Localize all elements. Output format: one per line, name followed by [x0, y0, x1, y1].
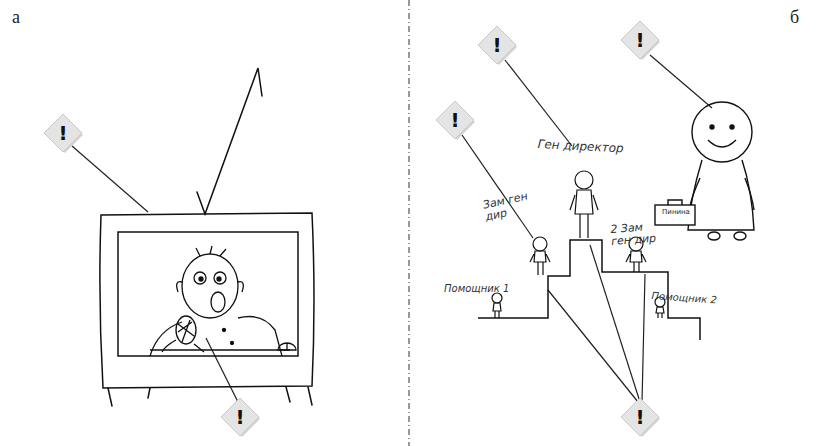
tv-presenter-part: [182, 254, 238, 318]
position-label: Ген директор: [537, 138, 648, 157]
leader-line-part: [462, 135, 533, 238]
tv-presenter-part: [214, 272, 226, 284]
diamond-shape: [621, 21, 659, 59]
callout-marker: !: [435, 100, 475, 140]
stick-figure-part: [493, 303, 501, 318]
tv-presenter-part: [150, 349, 290, 350]
leader-line-part: [642, 274, 645, 402]
callout-marker: !: [477, 25, 517, 65]
smiling-person-part: [692, 102, 752, 162]
tv-presenter-part: [177, 282, 244, 292]
tv-presenter-part: [231, 342, 234, 345]
position-label: Помощник 1: [444, 283, 524, 294]
tv-set-part: [197, 68, 262, 214]
smiling-person-part: [734, 232, 746, 240]
panel-letter: б: [790, 8, 819, 28]
position-label: 2 Зам ген дир: [610, 220, 664, 248]
tv-presenter-part: [199, 277, 203, 281]
tv-set-part: [118, 232, 298, 356]
diamond-shape: [44, 114, 82, 152]
diamond-shape: [221, 398, 259, 436]
leader-line-part: [505, 60, 572, 146]
smiling-person-part: [708, 140, 736, 147]
diamond-shape: [436, 101, 474, 139]
callout-mark: !: [220, 397, 260, 437]
tv-presenter-part: [176, 316, 196, 344]
career-stairs-part: [478, 240, 700, 340]
smiling-person-part: [668, 200, 682, 205]
tv-presenter-part: [278, 343, 296, 350]
callout-mark: !: [43, 113, 83, 153]
callout-mark: !: [620, 397, 660, 437]
smiling-person-part: [688, 160, 754, 230]
leader-line-part: [548, 290, 638, 402]
leader-line-part: [206, 338, 238, 402]
tv-set-part: [108, 387, 312, 406]
panel-letter: а: [12, 8, 42, 28]
panel-divider-part: [409, 0, 410, 446]
leader-line-part: [72, 146, 148, 212]
tv-set-part: [100, 213, 314, 388]
leader-line-part: [650, 55, 712, 108]
stick-figure-part: [626, 251, 646, 272]
panel-divider: [409, 0, 410, 446]
callout-marker: !: [43, 113, 83, 153]
stick-figure-part: [530, 251, 550, 275]
callout-mark: !: [477, 25, 517, 65]
callout-marker: !: [620, 397, 660, 437]
tv-presenter-part: [196, 246, 226, 256]
smiling-person-part: [655, 205, 695, 225]
smiling-person: [655, 102, 754, 240]
callout-mark: !: [620, 20, 660, 60]
tv-presenter-part: [211, 292, 225, 312]
stick-figure-part: [575, 171, 593, 189]
position-label: Зам ген дир: [482, 189, 538, 223]
tv-presenter-part: [223, 329, 226, 332]
tv-presenter: [150, 246, 296, 356]
tv-presenter-part: [217, 277, 221, 281]
position-label: Помощник 2: [651, 290, 732, 307]
smiling-person-part: [708, 232, 720, 240]
briefcase-label: Пинина: [657, 209, 695, 217]
diamond-shape: [478, 26, 516, 64]
smiling-person-part: [710, 125, 714, 129]
stick-figure-part: [570, 190, 598, 238]
stick-figure-part: [656, 307, 664, 318]
leader-line-part: [590, 245, 640, 402]
callout-marker: !: [620, 20, 660, 60]
leader-line: [72, 55, 712, 402]
tv-set: [100, 68, 314, 406]
stick-figure-part: [533, 237, 547, 251]
callout-mark: !: [435, 100, 475, 140]
smiling-person-part: [690, 178, 754, 210]
tv-presenter-part: [194, 272, 206, 284]
smiling-person-part: [730, 125, 734, 129]
diamond-shape: [621, 398, 659, 436]
stick-figure-part: [492, 293, 502, 303]
tv-presenter-part: [178, 320, 194, 342]
career-stairs: [478, 240, 700, 340]
callout-marker: !: [220, 397, 260, 437]
